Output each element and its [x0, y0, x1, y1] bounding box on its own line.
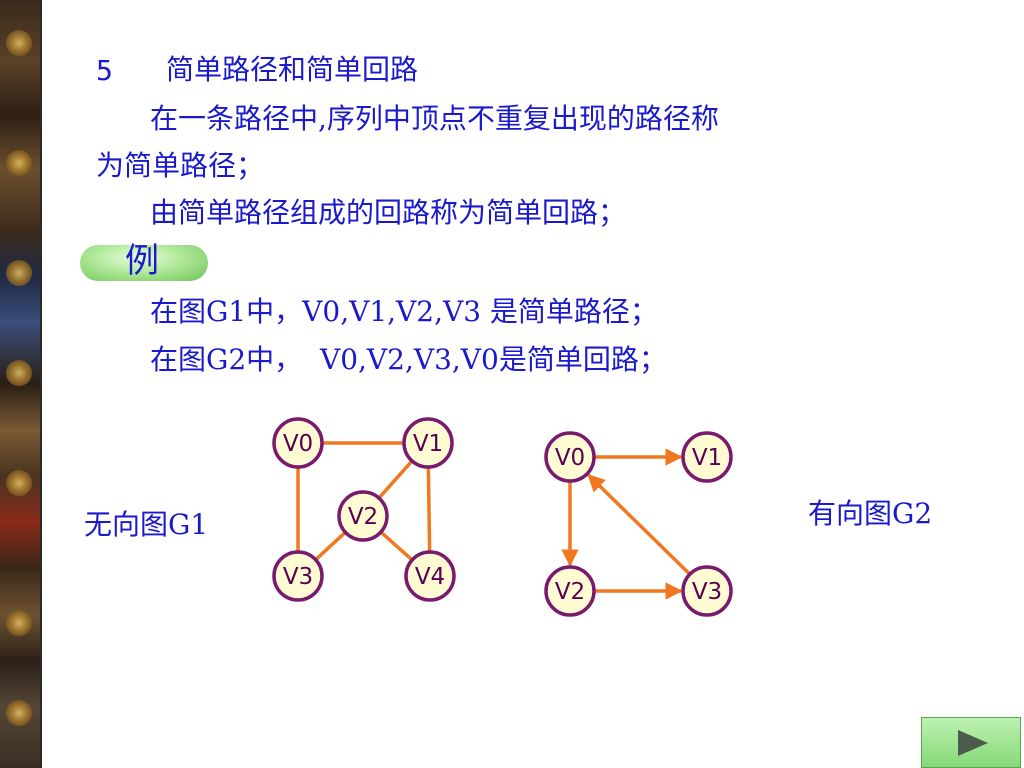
node-circle [544, 431, 596, 483]
node-circle [272, 417, 324, 469]
g1-caption: 无向图G1 [84, 508, 209, 541]
node-label: V3 [283, 564, 313, 590]
g2-caption: 有向图G2 [808, 497, 933, 530]
definition-line-3: 由简单路径组成的回路称为简单回路； [150, 196, 627, 229]
node-label: V2 [555, 579, 585, 605]
edge-v2-v4 [379, 530, 414, 562]
decorative-side-strip [0, 0, 40, 768]
node-circle [544, 565, 596, 617]
next-slide-button[interactable] [921, 717, 1021, 768]
example-line-2: 在图G2中， V0,V2,V3,V0是简单回路； [150, 343, 667, 376]
play-triangle-icon [958, 730, 988, 756]
node-circle [402, 417, 454, 469]
definition-line-1: 在一条路径中,序列中顶点不重复出现的路径称 [150, 102, 719, 135]
node-v1: V1 [681, 431, 733, 483]
example-badge [80, 245, 208, 281]
node-v0: V0 [544, 431, 596, 483]
node-label: V4 [415, 564, 445, 590]
heading-number: 5 [96, 54, 113, 87]
node-v2: V2 [337, 490, 389, 542]
node-label: V2 [348, 504, 378, 530]
node-circle [681, 431, 733, 483]
node-label: V0 [283, 431, 313, 457]
example-badge-label: 例 [125, 241, 159, 281]
node-label: V1 [692, 445, 722, 471]
node-v0: V0 [272, 417, 324, 469]
definition-line-2: 为简单路径； [96, 149, 265, 182]
node-v3: V3 [681, 565, 733, 617]
node-v2: V2 [544, 565, 596, 617]
heading-title: 简单路径和简单回路 [166, 53, 419, 86]
node-circle [337, 490, 389, 542]
node-circle [404, 550, 456, 602]
node-v3: V3 [272, 550, 324, 602]
node-v4: V4 [404, 550, 456, 602]
example-line-1: 在图G1中，V0,V1,V2,V3 是简单路径； [150, 295, 658, 328]
node-label: V0 [555, 445, 585, 471]
edge-v3-v0 [587, 473, 692, 576]
divider-line [40, 0, 42, 768]
node-v1: V1 [402, 417, 454, 469]
node-label: V3 [692, 579, 722, 605]
node-circle [681, 565, 733, 617]
edge-v2-v3 [314, 530, 347, 562]
node-label: V1 [413, 431, 443, 457]
node-circle [272, 550, 324, 602]
edge-v1-v2 [377, 459, 414, 500]
edge-v1-v4 [426, 466, 432, 553]
